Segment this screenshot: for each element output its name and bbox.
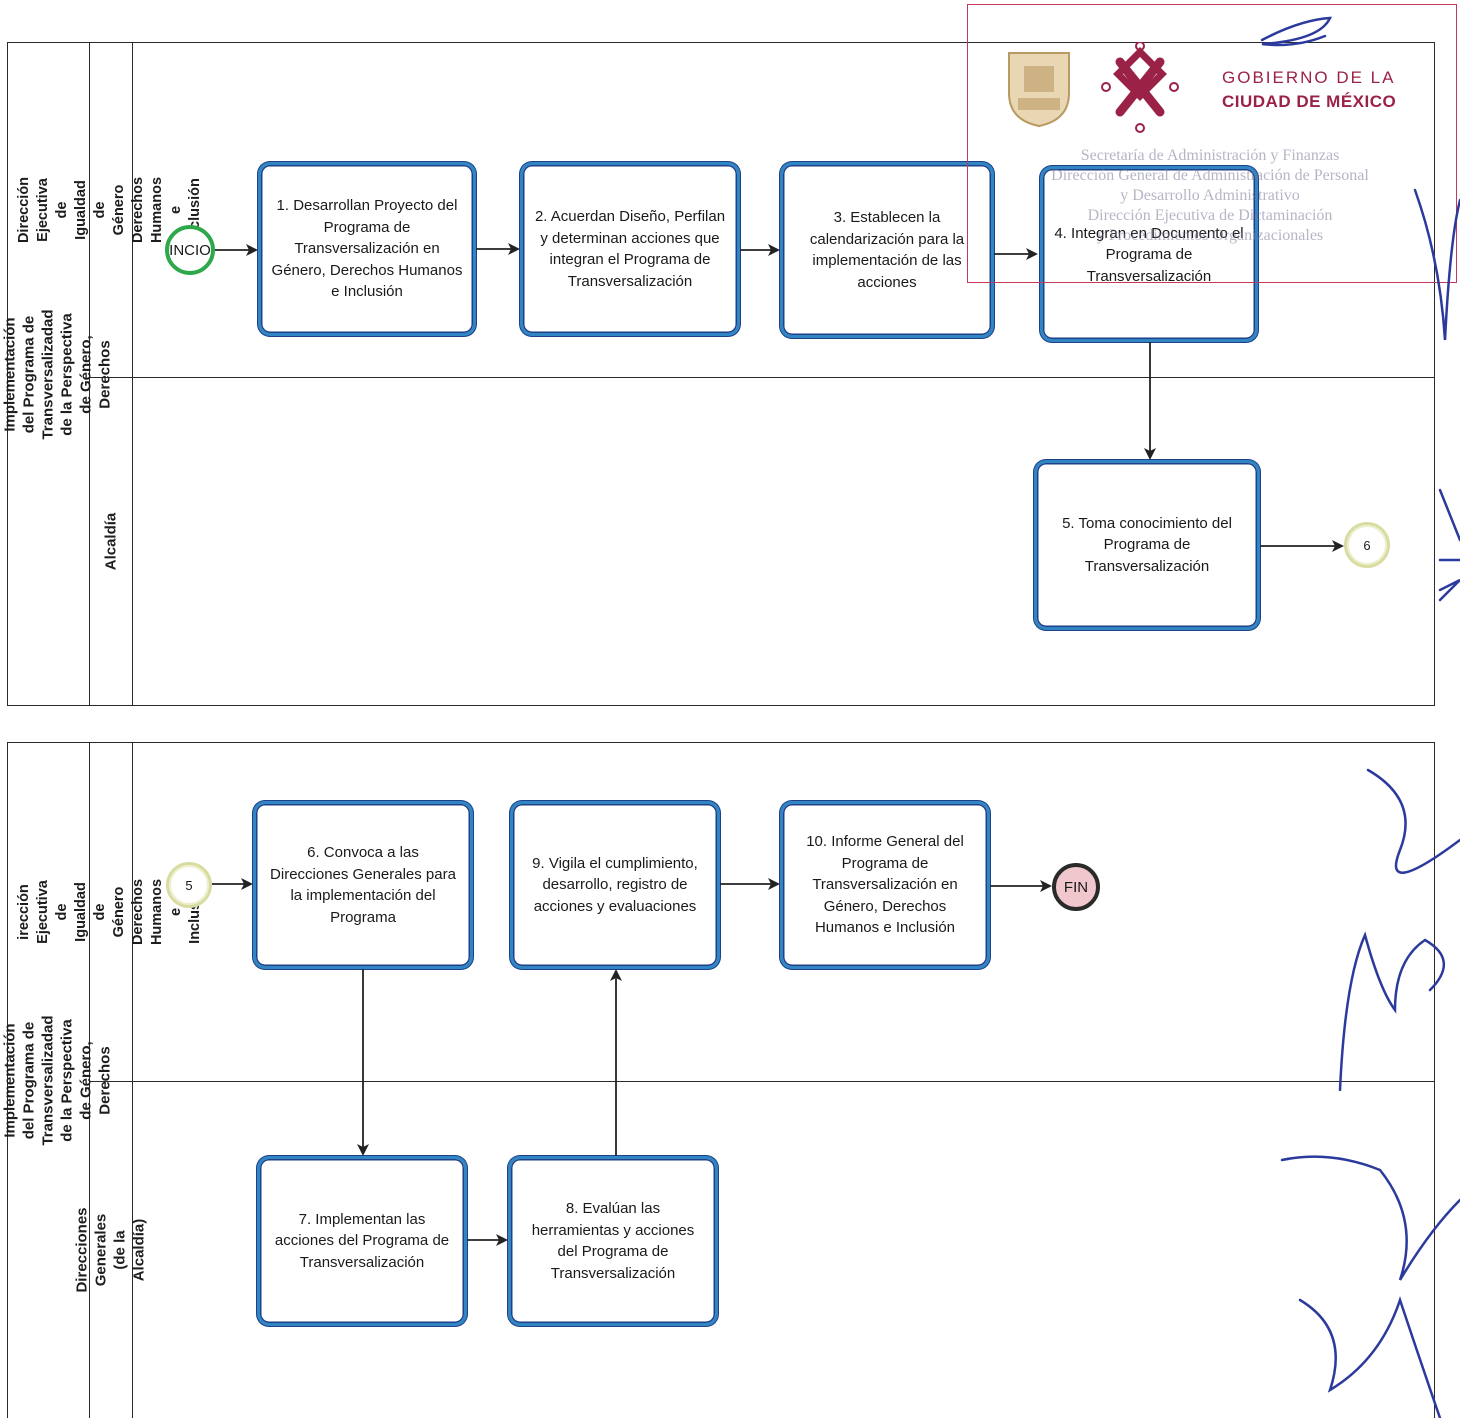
start-event: INCIO	[165, 225, 215, 275]
off-page-ref-5-label: 5	[185, 877, 193, 893]
task-3: 3. Establecen la calendarización para la…	[780, 162, 994, 338]
task-7: 7. Implementan las acciones del Programa…	[257, 1156, 467, 1326]
stamp-ciudad-text: CIUDAD DE MÉXICO	[1222, 92, 1397, 111]
task-6: 6. Convoca a las Direcciones Generales p…	[253, 801, 473, 969]
task-7-text: 7. Implementan las acciones del Programa…	[274, 1210, 450, 1271]
stamp-line: y Desarrollo Administrativo	[1120, 187, 1300, 204]
task-5-text: 5. Toma conocimiento del Programa de Tra…	[1062, 514, 1232, 575]
task-1: 1. Desarrollan Proyecto del Programa de …	[258, 162, 476, 336]
task-6-text: 6. Convoca a las Direcciones Generales p…	[270, 844, 456, 926]
stamp-gobierno-text: GOBIERNO DE LA	[1222, 68, 1396, 87]
task-1-text: 1. Desarrollan Proyecto del Programa de …	[271, 197, 463, 301]
lane-divider-1	[89, 377, 1435, 378]
pool-1-title-divider	[89, 42, 90, 706]
lane-header-divider-2	[132, 742, 133, 1418]
task-4: 4. Integran en Documento el Programa de …	[1040, 166, 1258, 342]
task-5: 5. Toma conocimiento del Programa de Tra…	[1034, 460, 1260, 630]
pool-2-title-divider	[89, 742, 90, 1418]
stamp-line: Dirección General de Administración de P…	[1051, 167, 1369, 184]
stamp-line: Secretaría de Administración y Finanzas	[1080, 147, 1340, 164]
pool-diagram-1	[7, 42, 1435, 706]
task-2: 2. Acuerdan Diseño, Perfilan y determina…	[520, 162, 740, 336]
task-10-text: 10. Informe General del Programa de Tran…	[806, 833, 964, 937]
task-10: 10. Informe General del Programa de Tran…	[780, 801, 990, 969]
start-event-label: INCIO	[169, 241, 211, 259]
task-3-text: 3. Establecen la calendarización para la…	[809, 209, 965, 291]
task-2-text: 2. Acuerdan Diseño, Perfilan y determina…	[534, 208, 726, 290]
off-page-ref-6-label: 6	[1363, 537, 1371, 553]
end-event-label: FIN	[1063, 878, 1089, 896]
official-stamp	[967, 4, 1457, 283]
lane-divider-2	[89, 1081, 1435, 1082]
task-8-text: 8. Evalúan las herramientas y acciones d…	[531, 1200, 695, 1282]
task-4-text: 4. Integran en Documento el Programa de …	[1054, 224, 1244, 285]
off-page-ref-5: 5	[166, 862, 212, 908]
lane-header-divider-1	[132, 42, 133, 706]
task-8: 8. Evalúan las herramientas y acciones d…	[508, 1156, 718, 1326]
end-event: FIN	[1052, 863, 1100, 911]
cdmx-logo-icon	[1101, 42, 1179, 133]
stamp-line: y Procedimientos Organizacionales	[1096, 227, 1324, 244]
task-9: 9. Vigila el cumplimiento, desarrollo, r…	[510, 801, 720, 969]
off-page-ref-6: 6	[1344, 522, 1390, 568]
task-9-text: 9. Vigila el cumplimiento, desarrollo, r…	[532, 854, 698, 915]
stamp-agency-lines: Secretaría de Administración y Finanzas …	[990, 146, 1430, 246]
pool-diagram-2	[7, 742, 1435, 1418]
stamp-line: Dirección Ejecutiva de Dictaminación	[1087, 207, 1333, 224]
coat-of-arms-icon	[1008, 52, 1070, 128]
